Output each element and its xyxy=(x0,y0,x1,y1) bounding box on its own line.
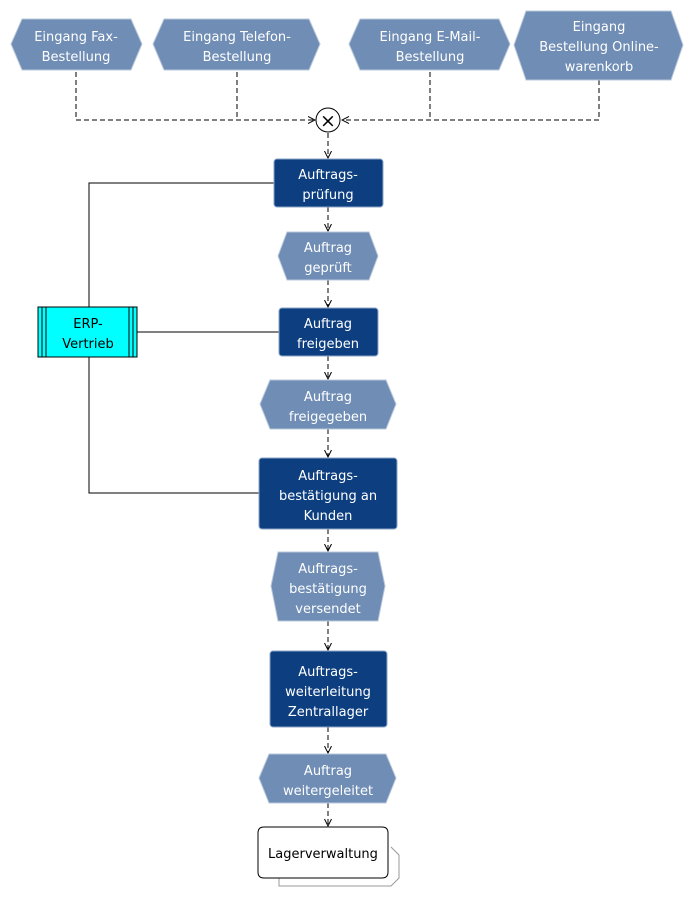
function-label-line: Auftrag xyxy=(304,317,352,332)
event-label-line: Eingang Telefon- xyxy=(183,30,291,45)
event-label-line: Eingang Fax- xyxy=(34,30,118,45)
event-eingang-fax: Eingang Fax- Bestellung xyxy=(10,18,143,71)
event-auftrag-freigegeben: Auftrag freigegeben xyxy=(259,379,397,430)
event-eingang-email: Eingang E-Mail- Bestellung xyxy=(348,18,511,71)
event-label-line: Bestellung xyxy=(396,50,465,65)
event-label-line: versendet xyxy=(295,602,360,617)
function-auftragspruefung: Auftrags- prüfung xyxy=(273,158,384,208)
function-auftragsbestaetigung: Auftrags- bestätigung an Kunden xyxy=(258,457,398,530)
event-label-line: geprüft xyxy=(304,261,352,276)
event-auftrag-geprueft: Auftrag geprüft xyxy=(277,231,379,281)
function-label-line: Auftrags- xyxy=(298,168,358,183)
event-label-line: Auftrag xyxy=(304,241,352,256)
event-auftrag-weitergeleitet: Auftrag weitergeleitet xyxy=(258,753,397,804)
function-label-line: Zentrallager xyxy=(288,705,369,720)
erp-link-pruefung xyxy=(88,182,274,307)
system-label-line: Vertrieb xyxy=(62,337,114,352)
function-auftragsweiterleitung: Auftrags- weiterleitung Zentrallager xyxy=(269,650,388,728)
function-label-line: Kunden xyxy=(304,509,353,524)
system-label-line: ERP- xyxy=(73,317,103,332)
erp-link-bestaetigung xyxy=(88,357,259,494)
system-erp-vertrieb: ERP- Vertrieb xyxy=(37,306,138,358)
event-eingang-telefon: Eingang Telefon- Bestellung xyxy=(152,18,321,71)
event-label-line: Bestellung xyxy=(203,50,272,65)
function-label-line: prüfung xyxy=(302,188,353,203)
event-auftragsbestaetigung-versendet: Auftrags- bestätigung versendet xyxy=(270,551,386,622)
xor-connector: × xyxy=(315,107,341,133)
flow-fax-to-xor xyxy=(75,72,315,120)
function-auftrag-freigeben: Auftrag freigeben xyxy=(278,307,379,357)
event-label-line: Eingang xyxy=(573,20,626,35)
flow-online-to-xor xyxy=(342,80,600,120)
function-label-line: freigeben xyxy=(297,337,359,352)
event-label-line: Bestellung Online- xyxy=(539,40,659,55)
event-label-line: Bestellung xyxy=(42,50,111,65)
event-label-line: weitergeleitet xyxy=(283,784,373,799)
flow-lines xyxy=(75,72,600,826)
event-label-line: Auftrag xyxy=(304,390,352,405)
xor-symbol: × xyxy=(320,110,336,132)
process-interface-lagerverwaltung: Lagerverwaltung xyxy=(257,826,400,887)
event-label-line: Auftrags- xyxy=(298,562,358,577)
function-label-line: Auftrags- xyxy=(298,469,358,484)
function-label-line: weiterleitung xyxy=(285,685,371,700)
event-label-line: Auftrag xyxy=(304,764,352,779)
event-label-line: bestätigung xyxy=(289,582,367,597)
event-label-line: freigegeben xyxy=(289,410,367,425)
function-label-line: bestätigung an xyxy=(279,489,377,504)
event-label-line: warenkorb xyxy=(565,60,634,75)
function-label-line: Auftrags- xyxy=(298,665,358,680)
process-interface-label: Lagerverwaltung xyxy=(268,847,378,862)
event-eingang-online: Eingang Bestellung Online- warenkorb xyxy=(513,10,684,81)
event-label-line: Eingang E-Mail- xyxy=(380,30,481,45)
